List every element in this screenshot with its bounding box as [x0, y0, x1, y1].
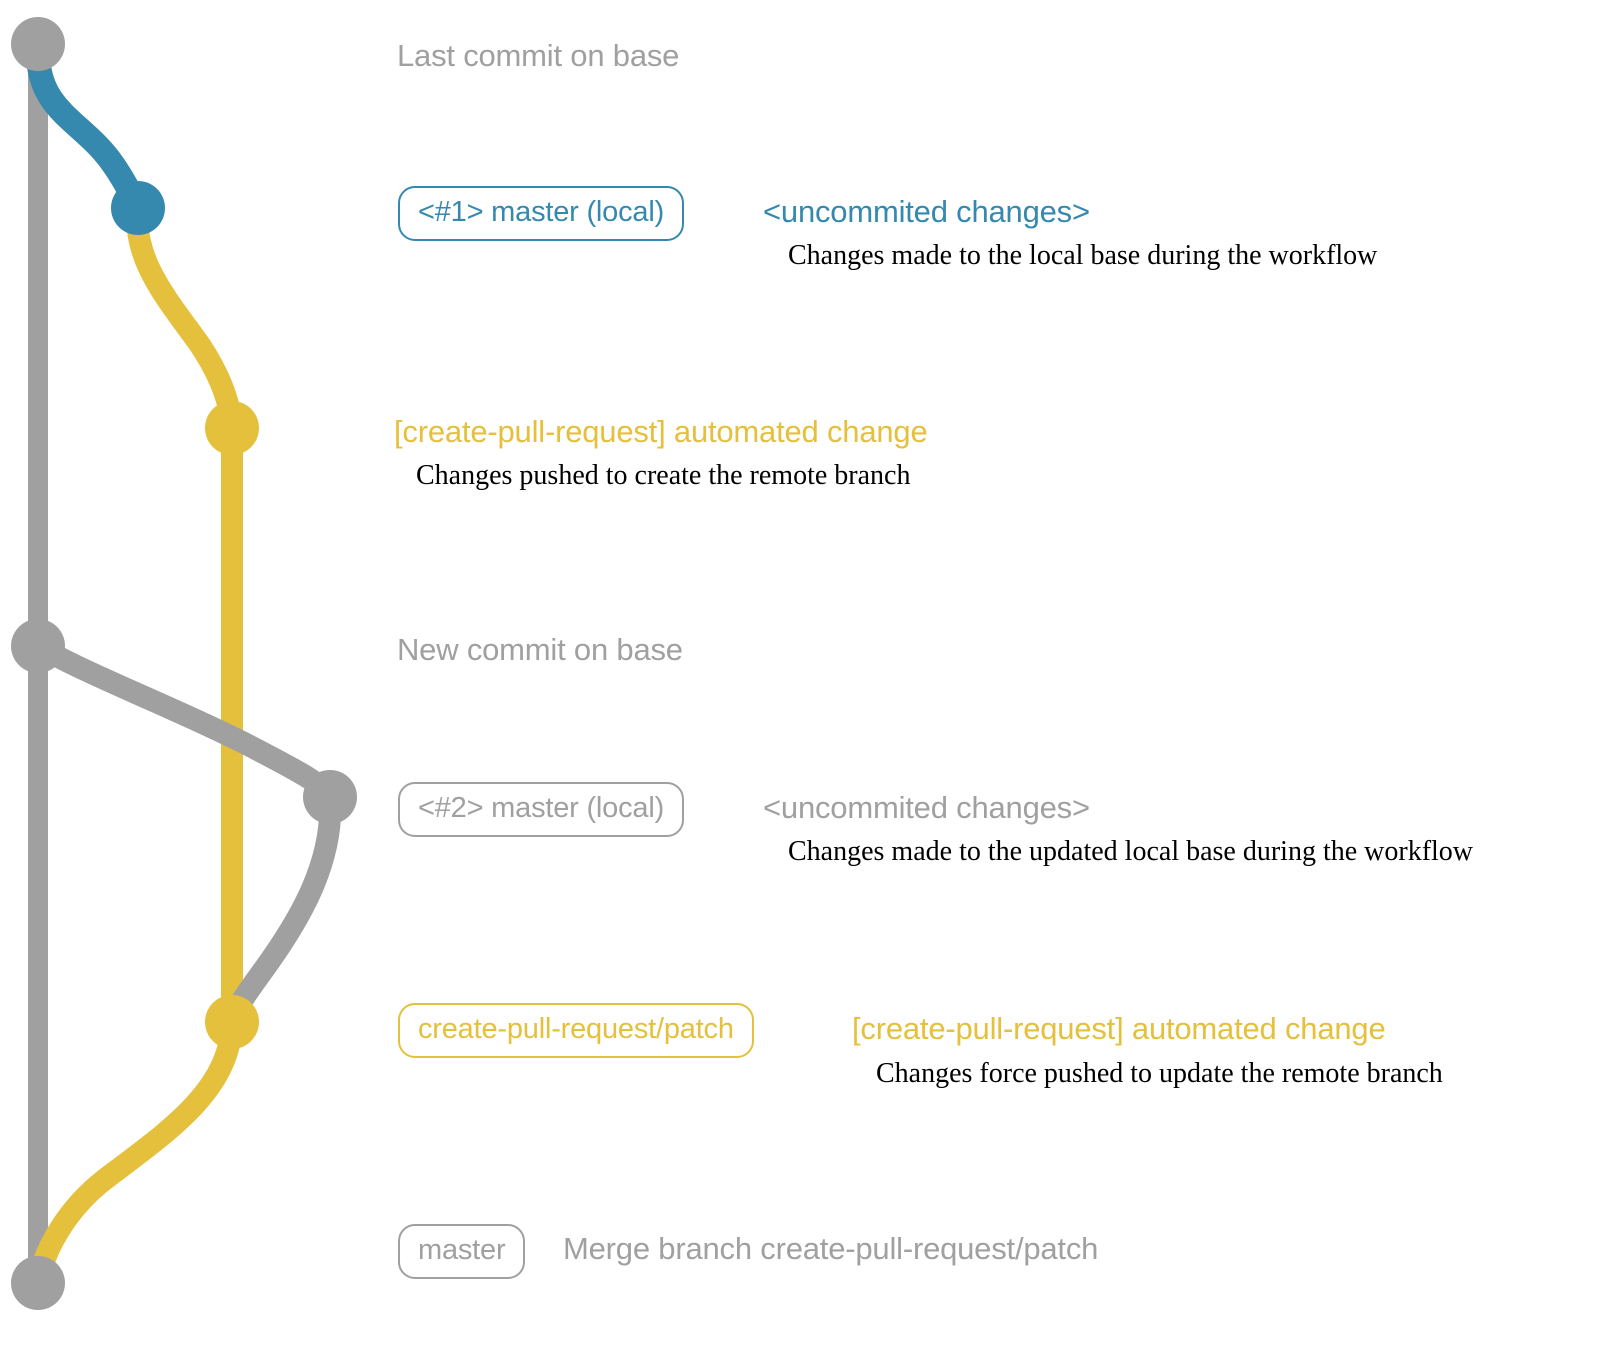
- commit-headline: Merge branch create-pull-request/patch: [563, 1231, 1099, 1266]
- commit-headline: <uncommited changes>: [763, 194, 1090, 229]
- commit-node-patch-commit-1: [205, 401, 259, 455]
- commit-node-patch-commit-2: [205, 995, 259, 1049]
- edge-patch-2-to-merge: [27, 1011, 243, 1294]
- commit-description: Changes made to the local base during th…: [788, 240, 1378, 271]
- commit-headline: Last commit on base: [397, 38, 680, 73]
- commit-node-local-commit-2: [303, 770, 357, 824]
- commit-description: Changes force pushed to update the remot…: [876, 1058, 1443, 1089]
- commit-headline: <uncommited changes>: [763, 790, 1090, 825]
- branch-badge-master-local-1[interactable]: <#1> master (local): [398, 186, 685, 241]
- commit-headline: [create-pull-request] automated change: [852, 1011, 1386, 1046]
- branch-badge-master-local-2[interactable]: <#2> master (local): [398, 782, 685, 837]
- commit-headline: New commit on base: [397, 632, 683, 667]
- git-graph: [0, 0, 400, 1344]
- commit-node-base-head: [11, 17, 65, 71]
- commit-node-base-new: [11, 619, 65, 673]
- edge-local-1-to-patch-1: [126, 197, 243, 439]
- commit-description: Changes pushed to create the remote bran…: [416, 460, 911, 491]
- commit-node-local-commit-1: [111, 181, 165, 235]
- commit-node-merge-commit: [11, 1256, 65, 1310]
- commit-description: Changes made to the updated local base d…: [788, 836, 1474, 867]
- branch-badge-create-pull-request-patch[interactable]: create-pull-request/patch: [398, 1003, 754, 1058]
- branch-badge-master[interactable]: master: [398, 1224, 526, 1279]
- commit-headline: [create-pull-request] automated change: [394, 414, 928, 449]
